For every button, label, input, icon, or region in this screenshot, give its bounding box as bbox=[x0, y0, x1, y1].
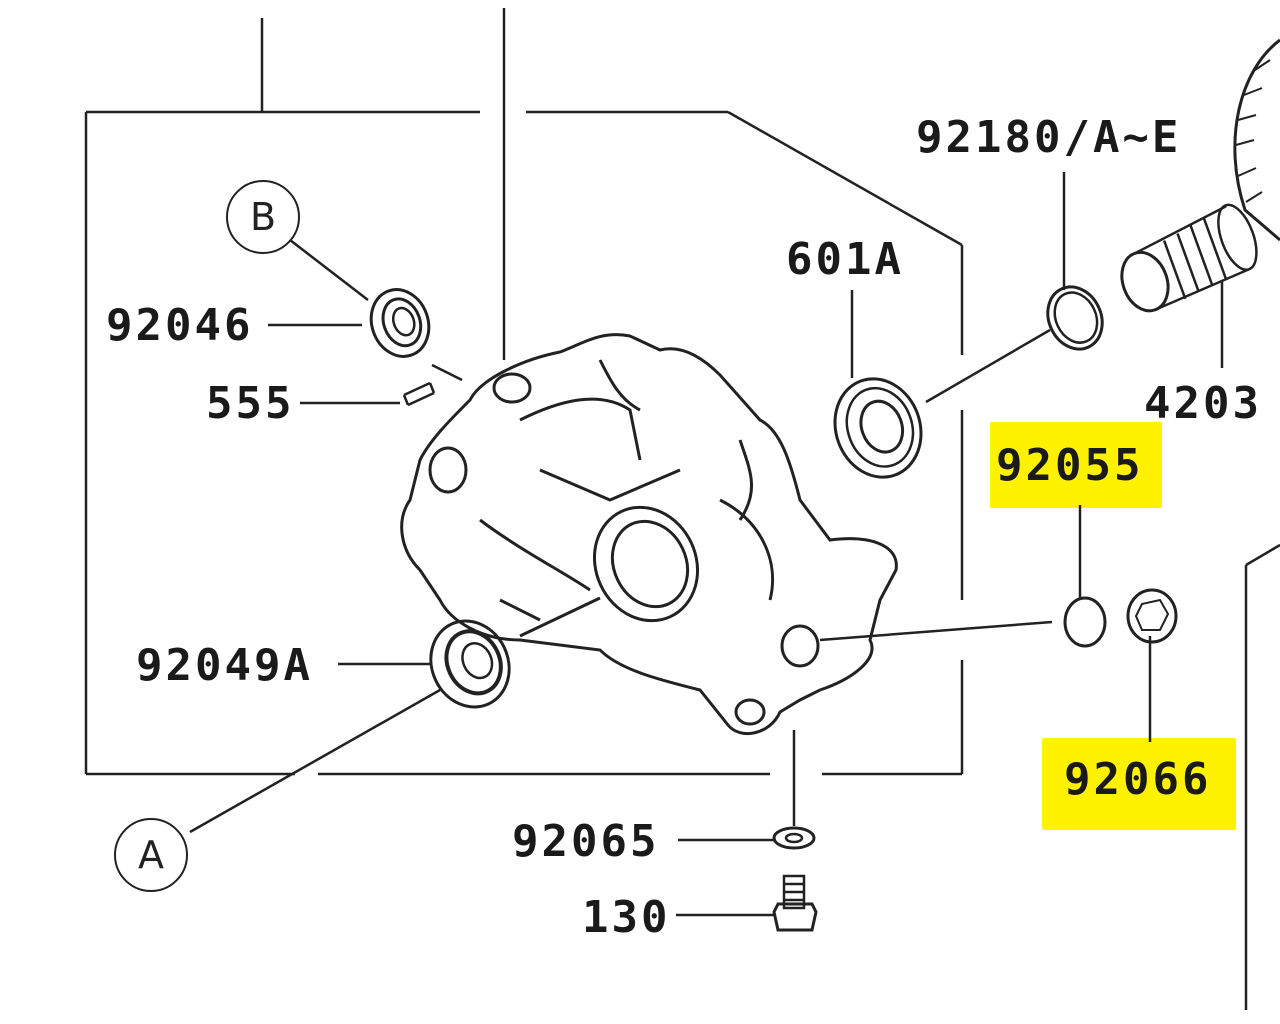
part-label-601A: 601A bbox=[786, 234, 904, 285]
part-label-92065: 92065 bbox=[512, 816, 660, 867]
ring-92180 bbox=[1038, 278, 1112, 358]
large-gear-edge bbox=[1235, 40, 1280, 240]
washer-92065 bbox=[774, 828, 814, 848]
callout-b: B bbox=[226, 180, 300, 254]
pump-housing bbox=[402, 335, 897, 734]
nut-92066 bbox=[1128, 590, 1176, 642]
part-label-92049A: 92049A bbox=[136, 640, 313, 691]
bearing-601A bbox=[821, 367, 934, 490]
part-label-92046: 92046 bbox=[106, 300, 254, 351]
leader-a bbox=[190, 690, 440, 832]
frame-line bbox=[728, 112, 962, 245]
highlight-92055 bbox=[990, 422, 1162, 508]
shaft-gear-4203 bbox=[1109, 200, 1266, 317]
part-label-4203: 4203 bbox=[1144, 378, 1262, 429]
callout-a: A bbox=[114, 818, 188, 892]
highlight-92066 bbox=[1042, 738, 1236, 830]
part-label-130: 130 bbox=[582, 892, 671, 943]
bolt-130 bbox=[774, 876, 816, 930]
frame-line bbox=[1246, 545, 1280, 565]
part-label-92055: 92055 bbox=[996, 440, 1144, 491]
leader-b bbox=[290, 240, 368, 300]
part-label-92066: 92066 bbox=[1064, 754, 1212, 805]
part-label-92180: 92180/A~E bbox=[916, 112, 1182, 163]
part-label-555: 555 bbox=[206, 378, 295, 429]
leader-oring bbox=[820, 622, 1052, 640]
oring-92055 bbox=[1065, 598, 1105, 646]
pin-555 bbox=[404, 365, 462, 405]
seal-92049A bbox=[417, 608, 523, 720]
seal-92046 bbox=[362, 281, 438, 364]
leader-92180 bbox=[926, 330, 1050, 402]
